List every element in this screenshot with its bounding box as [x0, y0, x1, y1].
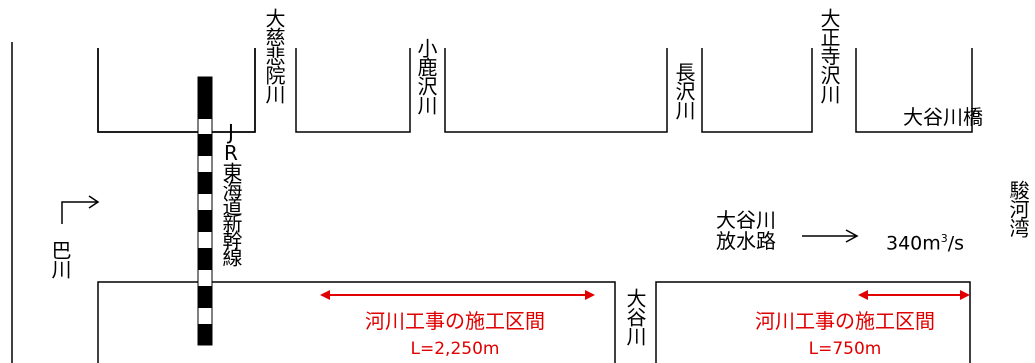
lower-bank-right [655, 281, 971, 363]
flow-rate-value: 340m [886, 232, 941, 255]
works-length-1: L=2,250m [410, 339, 500, 359]
oya-river-label: 大谷川 [623, 288, 647, 345]
suruga-bay-label: 駿河湾 [1006, 180, 1030, 237]
works-section-1: 河川工事の施工区間 L=2,250m [345, 310, 565, 360]
flow-rate-unit: /s [947, 232, 965, 255]
upper-bank-path [97, 48, 973, 133]
lower-bank-left [97, 281, 616, 363]
floodway-label-line1: 大谷川 [716, 208, 776, 232]
flow-rate-superscript: 3 [940, 232, 948, 245]
works-section-2: 河川工事の施工区間 L=750m [735, 310, 955, 360]
daishoji-sawa-river-label: 大正寺沢川 [817, 8, 841, 103]
flow-direction-arrow [61, 195, 100, 224]
floodway-label-line2: 放水路 [716, 229, 776, 253]
railway-label: JR東海道新幹線 [219, 120, 243, 264]
floodway-arrow [802, 229, 859, 243]
oya-bridge-label: 大谷川橋 [903, 105, 983, 129]
daijihi-in-river-label: 大慈悲院川 [262, 8, 286, 103]
ojikazawa-river-label: 小鹿沢川 [414, 38, 438, 114]
floodway-label: 大谷川 放水路 [706, 210, 786, 252]
works-label-2: 河川工事の施工区間 [755, 309, 935, 333]
works-length-2: L=750m [808, 339, 882, 359]
nagasawa-river-label: 長沢川 [672, 62, 696, 119]
works-label-1: 河川工事の施工区間 [365, 309, 545, 333]
railway-bar [197, 76, 213, 346]
flow-rate-label: 340m3/s [886, 228, 964, 254]
tomoe-river-label: 巴川 [48, 240, 72, 278]
